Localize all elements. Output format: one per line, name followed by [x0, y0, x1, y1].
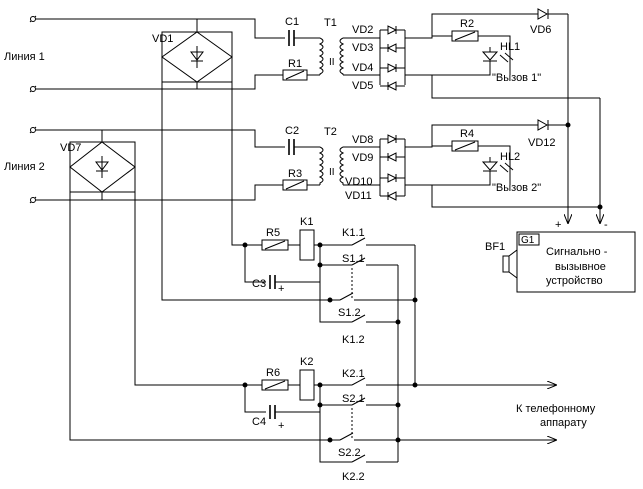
transformer-t2: II T2 — [318, 126, 380, 186]
vd5-label: VD5 — [352, 80, 373, 92]
c2-label: C2 — [285, 125, 299, 137]
bridge-vd1: VD1 — [152, 31, 330, 301]
bf1-label: BF1 — [485, 241, 505, 253]
hl1-label: HL1 — [500, 41, 520, 53]
device-supply-wires: + - — [555, 14, 608, 231]
line-1-input: Линия 1 — [4, 15, 285, 93]
s1-2-label: S1.2 — [338, 307, 361, 319]
indicator-2: R4 HL2 "Вызов 2" — [432, 128, 541, 194]
vd7-label: VD7 — [60, 142, 81, 154]
transformer-t1: II T1 — [318, 17, 380, 76]
vd11-label: VD11 — [345, 190, 372, 202]
device-line-2: вызывное — [555, 261, 606, 273]
capacitor-c2: C2 — [285, 125, 320, 155]
t1-label: T1 — [324, 17, 337, 29]
phone-bus: К телефонному аппарату — [395, 245, 596, 462]
signal-device: G1 Сигнально - вызывное устройство BF1 — [485, 231, 636, 293]
vd3-label: VD3 — [352, 42, 373, 54]
vd10-label: VD10 — [345, 176, 373, 188]
call-2-label: "Вызов 2" — [492, 182, 541, 194]
s2-2-label: S2.2 — [338, 447, 361, 459]
diode-bridge-2: VD8 VD9 VD10 VD11 — [345, 124, 600, 208]
vd6-label: VD6 — [530, 24, 551, 36]
r2-label: R2 — [460, 18, 474, 30]
vd8-label: VD8 — [352, 134, 373, 146]
indicator-1: R2 HL1 "Вызов 1" — [432, 18, 541, 84]
minus-label: - — [604, 219, 608, 231]
bridge-vd7: VD7 — [60, 141, 330, 441]
vd12-label: VD12 — [528, 137, 556, 149]
k2-label: K2 — [300, 356, 313, 368]
diode-vd12: VD12 — [528, 119, 568, 149]
k2-2-label: K2.2 — [342, 471, 365, 483]
to-phone-line-1: К телефонному — [516, 403, 596, 415]
relay-k2-circuit: R6 C4 + K2 K2.1 S2.1 S2.2 — [242, 356, 415, 483]
r1-label: R1 — [288, 58, 302, 70]
plus-label: + — [555, 219, 561, 231]
t1-core: II — [329, 57, 335, 68]
vd1-label: VD1 — [152, 33, 173, 45]
c4-label: C4 — [252, 416, 266, 428]
diode-vd6: VD6 — [530, 8, 568, 36]
c3-plus: + — [278, 283, 284, 295]
vd9-label: VD9 — [352, 152, 373, 164]
r6-label: R6 — [266, 367, 280, 379]
c4-plus: + — [278, 420, 284, 432]
t2-label: T2 — [324, 126, 337, 138]
diode-bridge-1: VD2 VD3 VD4 VD5 — [352, 13, 600, 99]
r4-label: R4 — [460, 128, 474, 140]
k1-1-label: K1.1 — [342, 227, 365, 239]
call-1-label: "Вызов 1" — [492, 72, 541, 84]
line-1-label: Линия 1 — [4, 51, 45, 63]
resistor-r1: R1 — [282, 58, 320, 81]
line-2-input: Линия 2 — [4, 126, 285, 204]
device-line-3: устройство — [546, 275, 603, 287]
r5-label: R5 — [266, 227, 280, 239]
c3-label: C3 — [252, 278, 266, 290]
g1-label: G1 — [521, 235, 535, 246]
s1-1-label: S1.1 — [342, 253, 365, 265]
vd4-label: VD4 — [352, 62, 373, 74]
c1-label: C1 — [285, 16, 299, 28]
k1-2-label: K1.2 — [342, 334, 365, 346]
t2-core: II — [329, 167, 335, 178]
k1-label: K1 — [300, 216, 313, 228]
resistor-r3: R3 — [282, 168, 320, 191]
capacitor-c1: C1 — [285, 16, 320, 46]
r3-label: R3 — [288, 168, 302, 180]
to-phone-line-2: аппарату — [540, 417, 587, 429]
hl2-label: HL2 — [500, 151, 520, 163]
relay-k1-circuit: R5 C3 + K1 K1.1 S1.1 S1.2 — [242, 216, 415, 346]
k2-1-label: K2.1 — [342, 368, 365, 380]
line-2-label: Линия 2 — [4, 161, 45, 173]
vd2-label: VD2 — [352, 24, 373, 36]
device-line-1: Сигнально - — [546, 246, 608, 258]
s2-1-label: S2.1 — [342, 393, 365, 405]
